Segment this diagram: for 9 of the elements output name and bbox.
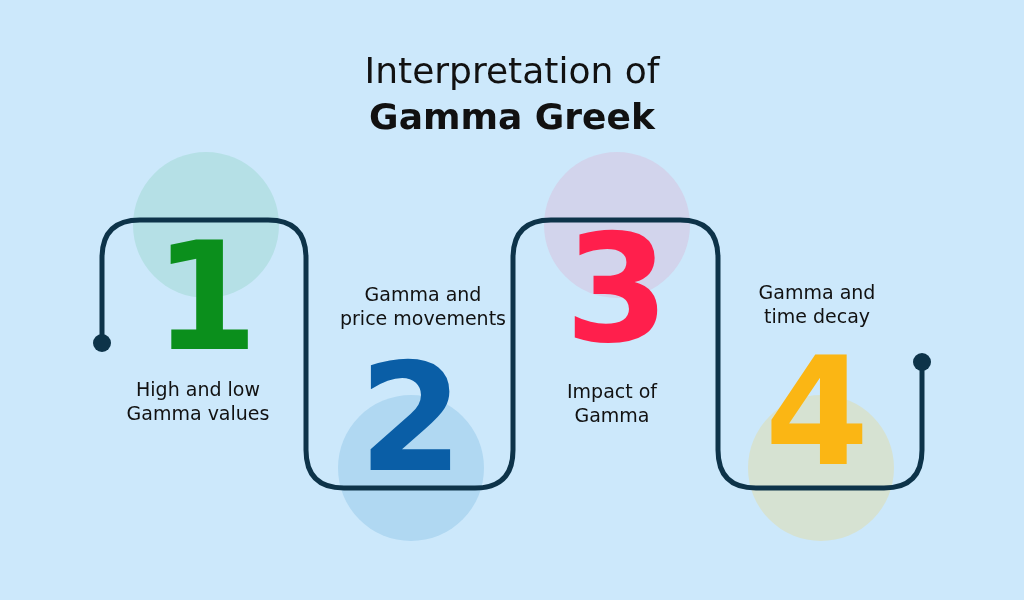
step-caption: Impact of Gamma: [565, 379, 659, 427]
step-number: 1: [153, 222, 260, 372]
step-caption: Gamma and time decay: [757, 280, 877, 328]
step-caption: High and low Gamma values: [125, 377, 271, 425]
step-caption: Gamma and price movements: [339, 282, 507, 330]
step-number: 3: [563, 214, 671, 364]
step-number: 4: [763, 337, 871, 487]
title: Interpretation of Gamma Greek: [363, 49, 661, 139]
step-number: 2: [357, 343, 465, 493]
